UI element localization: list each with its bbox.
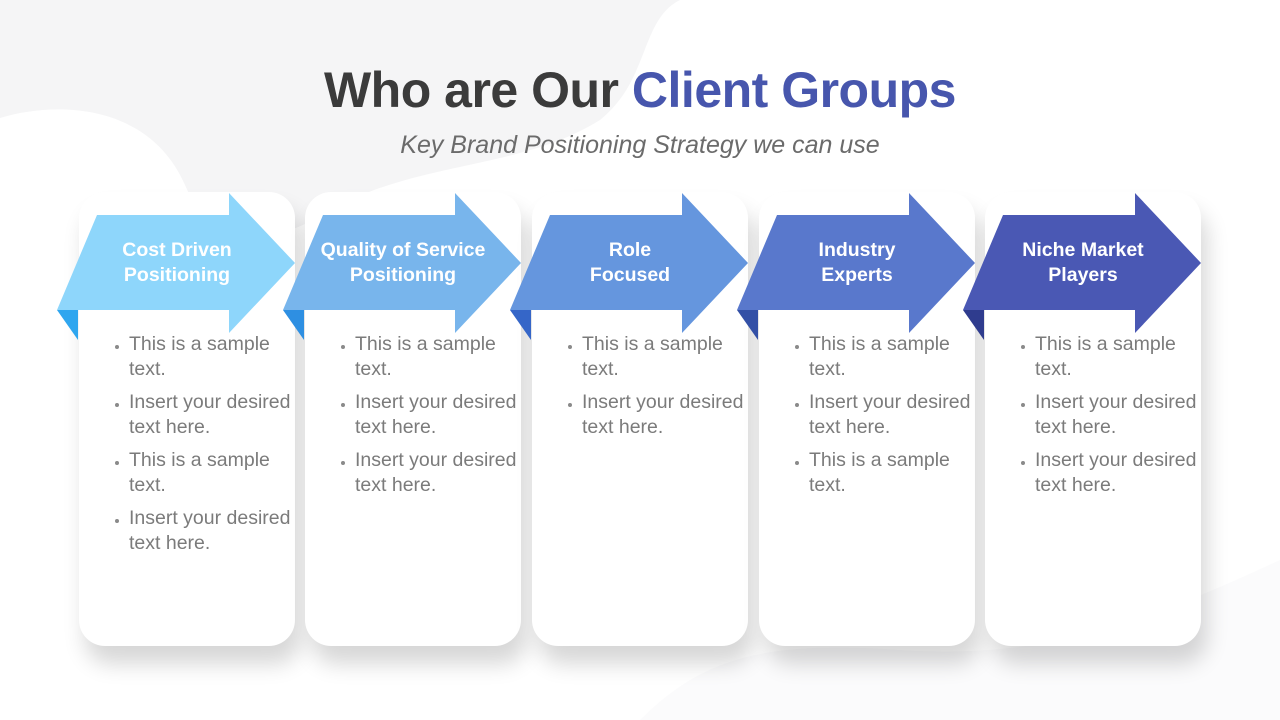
label-line: Role (608, 239, 652, 261)
background-blob-lower (640, 560, 1280, 720)
page-subtitle: Key Brand Positioning Strategy we can us… (400, 131, 880, 159)
label-line: Focused (589, 264, 671, 286)
label-line: Experts (821, 264, 893, 286)
group-arrow-3 (510, 193, 748, 340)
arrow-fold (283, 310, 304, 340)
arrow-body (737, 193, 975, 333)
arrow-fold (510, 310, 531, 340)
bullet-item: Insert your desired text here. (355, 390, 535, 440)
bullet-list: This is a sample text. Insert your desire… (1013, 332, 1215, 506)
arrow-fold (963, 310, 984, 340)
bullet-item: Insert your desired text here. (129, 390, 309, 440)
bullet-item: This is a sample text. (809, 332, 989, 382)
bullet-item: Insert your desired text here. (582, 390, 762, 440)
page-title: Who are Our Client Groups (0, 58, 1280, 122)
label-line: Positioning (349, 264, 457, 286)
bullet-item: This is a sample text. (129, 332, 309, 382)
group-arrow-1 (57, 193, 295, 340)
label-line: Players (1048, 264, 1118, 286)
group-arrow-5 (963, 193, 1201, 340)
arrow-fold (737, 310, 758, 340)
bullet-item: Insert your desired text here. (1035, 390, 1215, 440)
label-line: Cost Driven (122, 239, 232, 261)
label-line: Positioning (123, 264, 231, 286)
label-line: Industry (818, 239, 896, 261)
bullet-item: This is a sample text. (355, 332, 535, 382)
bullet-item: This is a sample text. (129, 448, 309, 498)
bullet-item: Insert your desired text here. (1035, 448, 1215, 498)
arrow-body (283, 193, 521, 333)
bullet-list: This is a sample text. Insert your desire… (107, 332, 309, 564)
arrow-body (57, 193, 295, 333)
bullet-item: Insert your desired text here. (809, 390, 989, 440)
bullet-list: This is a sample text. Insert your desire… (560, 332, 762, 448)
bullet-item: This is a sample text. (1035, 332, 1215, 382)
bullet-list: This is a sample text. Insert your desire… (333, 332, 535, 506)
arrow-body (963, 193, 1201, 333)
title-prefix: Who are Our (323, 62, 619, 118)
bullet-item: This is a sample text. (809, 448, 989, 498)
label-line: Niche Market (1022, 239, 1144, 261)
arrow-body (510, 193, 748, 333)
bullet-list: This is a sample text. Insert your desire… (787, 332, 989, 506)
bullet-item: Insert your desired text here. (129, 506, 309, 556)
group-arrow-4 (737, 193, 975, 340)
arrow-fold (57, 310, 78, 340)
title-accent: Client Groups (631, 62, 957, 118)
bullet-item: This is a sample text. (582, 332, 762, 382)
bullet-item: Insert your desired text here. (355, 448, 535, 498)
label-line: Quality of Service (320, 239, 486, 261)
group-arrow-2 (283, 193, 521, 340)
